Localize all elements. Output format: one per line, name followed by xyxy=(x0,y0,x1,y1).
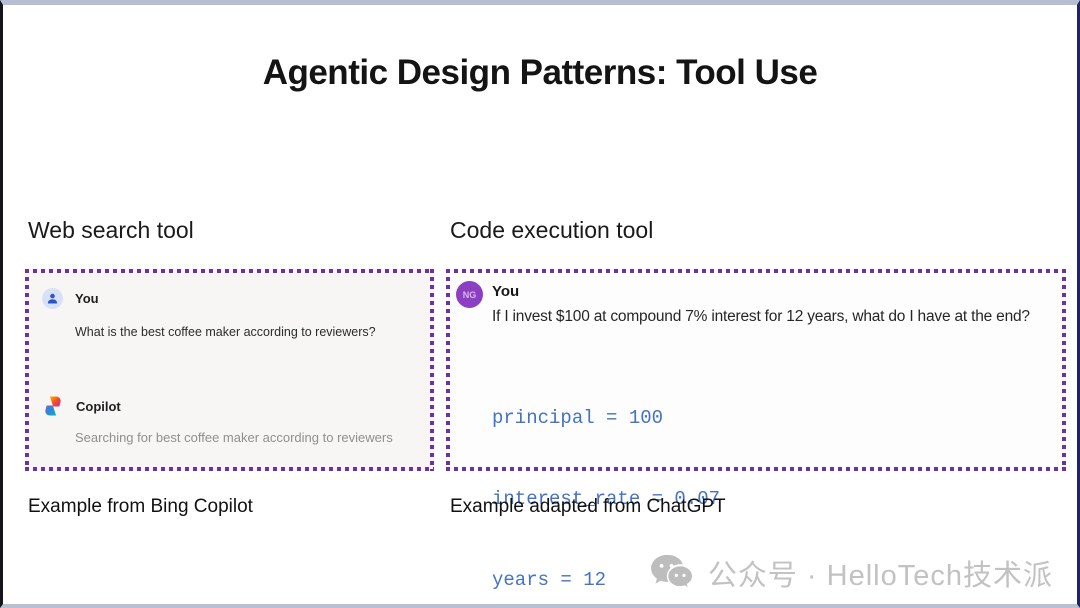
watermark: 公众号 · HelloTech技术派 xyxy=(650,552,1053,594)
copilot-label: Copilot xyxy=(76,398,121,414)
code-line: principal = 100 xyxy=(492,407,664,429)
watermark-text: 公众号 · HelloTech技术派 xyxy=(707,560,1053,592)
user-message-text: If I invest $100 at compound 7% interest… xyxy=(492,308,1030,325)
user-avatar xyxy=(42,288,63,309)
user-label: You xyxy=(492,283,520,300)
copilot-status-text: Searching for best coffee maker accordin… xyxy=(75,430,393,445)
page-title: Agentic Design Patterns: Tool Use xyxy=(262,53,818,92)
section-heading-web-search: Web search tool xyxy=(28,217,194,243)
code-line: interest_rate = 0.07 xyxy=(492,488,721,510)
ng-avatar: NG xyxy=(456,281,483,308)
copilot-message-header: Copilot xyxy=(42,395,121,417)
user-message-text: What is the best coffee maker according … xyxy=(75,325,376,339)
copilot-icon xyxy=(45,396,61,416)
caption-bing-copilot: Example from Bing Copilot xyxy=(28,496,253,517)
copilot-chat-screenshot: You What is the best coffee maker accord… xyxy=(25,269,434,471)
user-message-header: You xyxy=(42,288,99,309)
caption-chatgpt: Example adapted from ChatGPT xyxy=(450,496,726,517)
section-heading-code-execution: Code execution tool xyxy=(450,217,654,243)
chatgpt-chat-screenshot: NG You If I invest $100 at compound 7% i… xyxy=(446,269,1066,591)
user-icon xyxy=(47,293,58,304)
code-line: years = 12 xyxy=(492,569,607,591)
code-block: principal = 100 interest_rate = 0.07 yea… xyxy=(492,351,994,604)
user-label: You xyxy=(75,291,99,306)
wechat-icon xyxy=(650,554,694,591)
